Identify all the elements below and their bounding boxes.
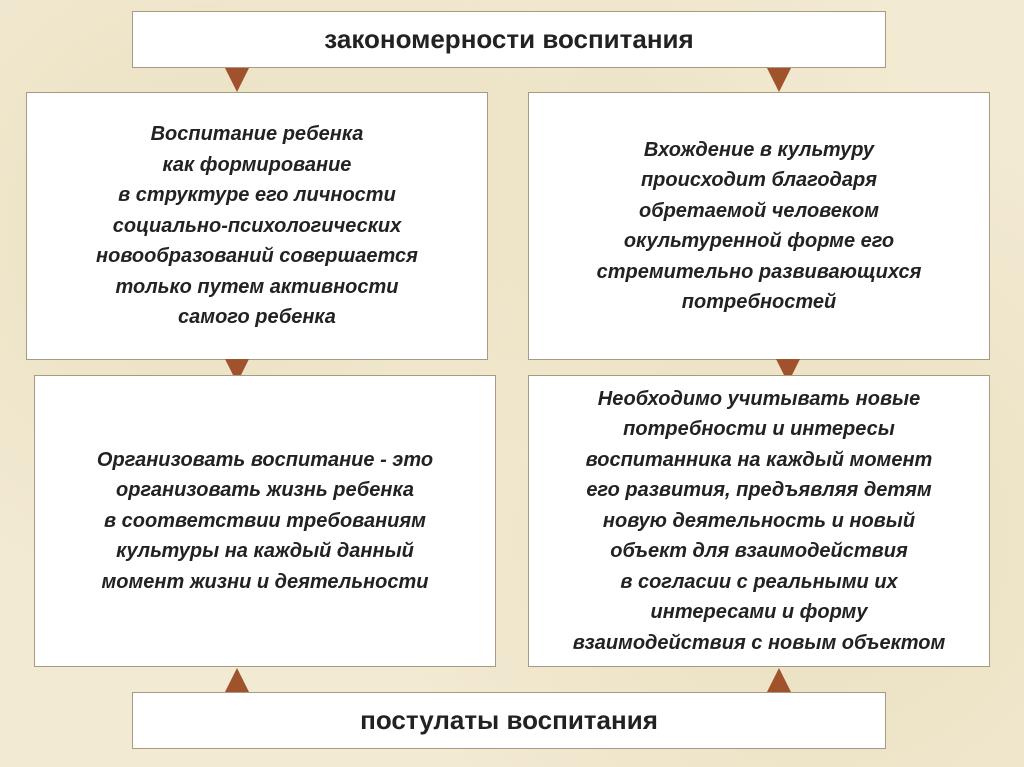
- footer-box: постулаты воспитания: [132, 692, 886, 749]
- footer-title: постулаты воспитания: [360, 705, 658, 735]
- header-box: закономерности воспитания: [132, 11, 886, 68]
- box-top-right-text: Вхождение в культуру происходит благодар…: [596, 138, 922, 314]
- arrow-up-right-icon: [767, 668, 791, 692]
- box-bottom-left: Организовать воспитание - это организова…: [34, 375, 496, 667]
- box-bottom-right: Необходимо учитывать новые потребности и…: [528, 375, 990, 667]
- box-top-left-text: Воспитание ребенка как формирование в ст…: [96, 123, 418, 329]
- box-top-left: Воспитание ребенка как формирование в ст…: [26, 92, 488, 360]
- arrow-up-left-icon: [225, 668, 249, 692]
- box-bottom-right-text: Необходимо учитывать новые потребности и…: [572, 387, 946, 654]
- arrow-down-left-icon: [225, 68, 249, 92]
- box-top-right: Вхождение в культуру происходит благодар…: [528, 92, 990, 360]
- header-title: закономерности воспитания: [324, 24, 694, 54]
- arrow-down-right-icon: [767, 68, 791, 92]
- box-bottom-left-text: Организовать воспитание - это организова…: [96, 448, 434, 593]
